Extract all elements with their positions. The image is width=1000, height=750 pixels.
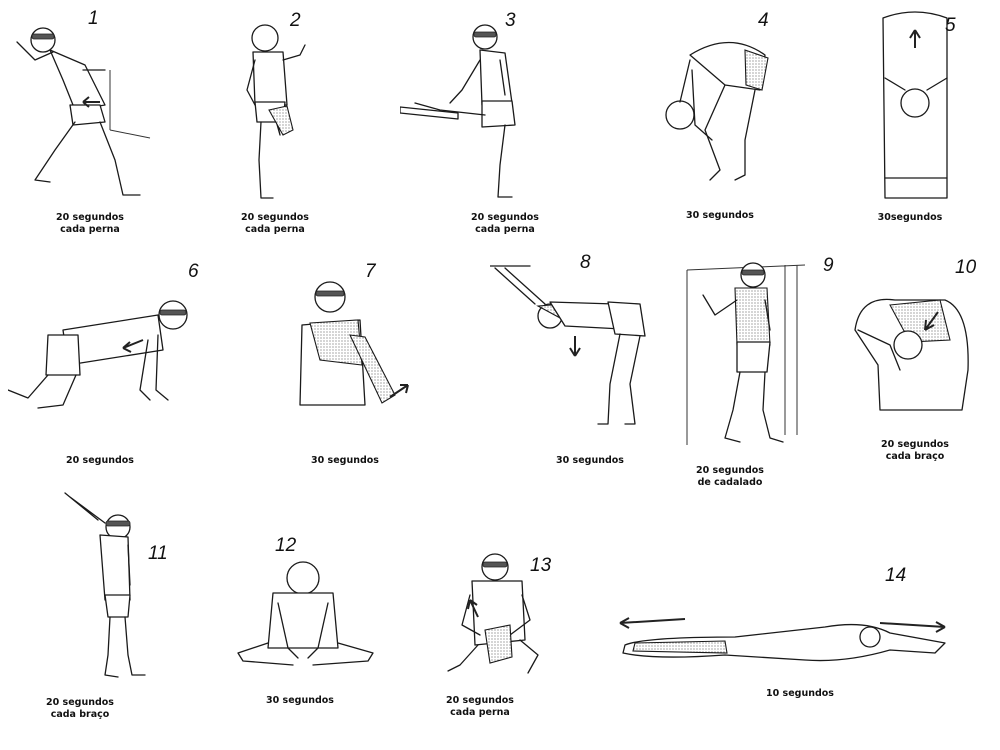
exercise-number: 5: [945, 15, 956, 36]
exercise-number: 10: [955, 257, 977, 278]
seated-hip-stretch-icon: [447, 553, 539, 674]
exercise-caption: 30 segundos: [686, 210, 754, 221]
exercise-number: 14: [885, 565, 907, 586]
bent-over-shoulder-stretch-icon: [490, 265, 646, 425]
exercise-caption: 20 segundos: [66, 455, 134, 466]
wall-calf-stretch-icon: [686, 262, 806, 445]
side-reach-stretch-icon: [64, 492, 146, 678]
standing-quad-stretch-icon: [246, 24, 306, 199]
exercise-number: 1: [88, 8, 99, 29]
exercise-number: 9: [823, 255, 834, 276]
lying-full-body-stretch-icon: [619, 617, 946, 662]
exercise-4: 4 30 segundos: [640, 0, 800, 245]
exercise-number: 3: [505, 10, 516, 31]
overhead-arm-stretch-icon: [882, 11, 948, 199]
kneeling-back-stretch-icon: [8, 300, 188, 409]
exercise-number: 12: [275, 535, 297, 556]
exercise-6: 6 20 segundos: [0, 255, 220, 475]
hamstring-stretch-leg-on-bench-icon: [400, 24, 516, 198]
exercise-14: 14 10 segundos: [605, 560, 1000, 710]
exercise-caption: 30 segundos: [266, 695, 334, 706]
exercise-caption: 10 segundos: [766, 688, 834, 699]
triceps-overhead-stretch-icon: [854, 298, 969, 411]
exercise-caption: 30segundos: [877, 212, 943, 223]
exercise-number: 2: [290, 10, 301, 31]
calf-stretch-against-wall-icon: [16, 27, 151, 196]
exercise-number: 11: [148, 543, 168, 564]
exercise-8: 8 30 segundos: [485, 250, 675, 475]
exercise-caption: 30 segundos: [311, 455, 379, 466]
exercise-12: 12 30 segundos: [225, 535, 385, 735]
exercise-number: 7: [365, 261, 376, 282]
arm-behind-back-stretch-icon: [299, 281, 409, 406]
butterfly-seated-stretch-icon: [237, 561, 374, 666]
exercise-7: 7 30 segundos: [280, 255, 430, 475]
exercise-5: 5 30segundos: [860, 0, 1000, 245]
exercise-number: 6: [188, 261, 199, 282]
exercise-number: 4: [758, 10, 769, 31]
exercise-caption: 30 segundos: [556, 455, 624, 466]
exercise-number: 8: [580, 252, 591, 273]
standing-forward-bend-icon: [665, 41, 769, 181]
exercise-number: 13: [530, 555, 552, 576]
